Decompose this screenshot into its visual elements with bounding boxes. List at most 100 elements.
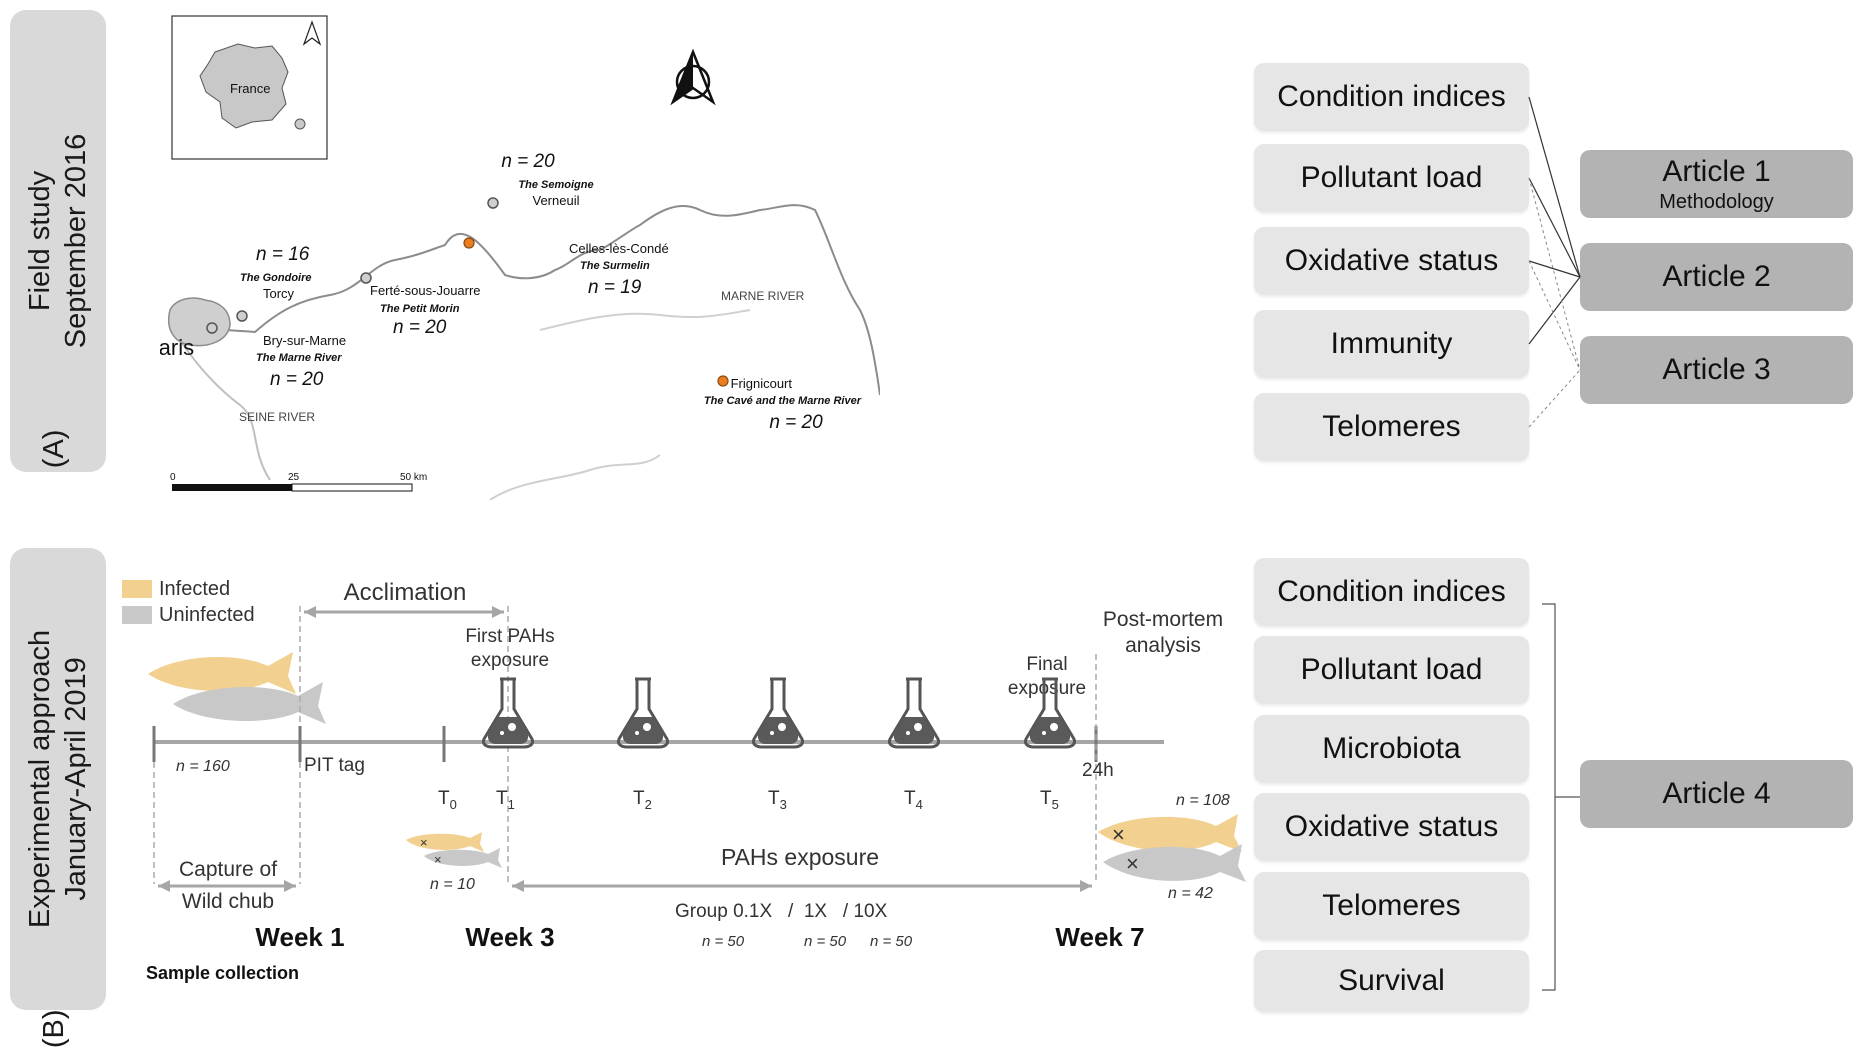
river-label-seine: SEINE RIVER (239, 410, 315, 424)
panel-b-title: Experimental approach (24, 629, 56, 929)
site-town-ferte: Ferté-sous-Jouarre (370, 283, 481, 298)
panel-b-box-pollutant: Pollutant load (1254, 636, 1529, 704)
n42-label: n = 42 (1168, 885, 1213, 902)
scale-bar: 0 25 50 km (170, 472, 427, 492)
article-2-box: Article 2 (1580, 243, 1853, 311)
fish-uninfected-end-icon: × (1103, 844, 1246, 882)
pit-tag-label: PIT tag (304, 755, 365, 776)
group-label: Group 0.1X / 1X / 10X (675, 901, 888, 922)
panel-b-box-microbiota: Microbiota (1254, 715, 1529, 783)
article-1-subtitle: Methodology (1659, 190, 1774, 213)
acclimation-label: Acclimation (344, 579, 467, 606)
h24-label: 24h (1082, 760, 1114, 781)
pahs-exposure-label: PAHs exposure (721, 844, 879, 870)
tributary-line (539, 309, 751, 331)
flask-t1-icon (482, 677, 534, 749)
week3-label: Week 3 (465, 922, 554, 952)
site-town-frignicourt: Frignicourt (731, 376, 793, 391)
site-town-verneuil: Verneuil (533, 193, 580, 208)
final-exposure-label-1: Final (1026, 654, 1067, 675)
panel-b-box-survival: Survival (1254, 950, 1529, 1012)
panel-b-box-telomeres: Telomeres (1254, 872, 1529, 940)
flask-t2-icon (617, 677, 669, 749)
final-exposure-label-2: exposure (1008, 678, 1086, 699)
site-river-verneuil: The Semoigne (518, 179, 593, 191)
panel-b-box-oxidative: Oxidative status (1254, 793, 1529, 861)
site-town-bry: Bry-sur-Marne (263, 333, 346, 348)
scale-0: 0 (170, 472, 176, 483)
site-marker-frignicourt (717, 375, 729, 387)
seine-river-line (179, 339, 271, 481)
inset-france-label: France (230, 81, 270, 96)
t2-label: T2 (633, 788, 652, 812)
post-mortem-label-2: analysis (1125, 634, 1201, 657)
small-fish-infected-icon: × (406, 832, 484, 852)
fish-infected-icon (148, 652, 296, 694)
site-n-bry: n = 20 (270, 369, 324, 390)
sample-collection-label: Sample collection (146, 963, 299, 983)
t3-label: T3 (768, 788, 787, 812)
flask-t3-icon (752, 677, 804, 749)
panel-a-box-pollutant: Pollutant load (1254, 144, 1529, 212)
week7-label: Week 7 (1055, 922, 1144, 952)
site-town-torcy: Torcy (263, 286, 295, 301)
t4-label: T4 (904, 788, 923, 812)
n50-label-c: n = 50 (870, 933, 913, 950)
scale-50: 50 km (400, 472, 427, 483)
france-shape (199, 43, 289, 129)
site-marker-ferte (360, 272, 372, 284)
small-fish-uninfected-icon: × (424, 848, 502, 868)
site-marker-bry (206, 322, 218, 334)
paris-area (168, 297, 231, 347)
corsica-shape (294, 118, 306, 130)
panel-a-label: Field study September 2016 (A) (10, 10, 106, 472)
article-4-title: Article 4 (1662, 777, 1771, 810)
site-n-ferte: n = 20 (393, 317, 447, 338)
site-town-celles: Celles-lès-Condé (569, 241, 669, 256)
article-2-title: Article 2 (1662, 260, 1771, 293)
flask-t5-icon (1024, 677, 1076, 749)
fish-infected-end-icon: × (1098, 814, 1242, 852)
panel-a-box-telomeres: Telomeres (1254, 393, 1529, 461)
n50-label-a: n = 50 (702, 933, 745, 950)
site-n-torcy: n = 16 (256, 244, 310, 265)
week1-label: Week 1 (255, 922, 344, 952)
article-1-box: Article 1 Methodology (1580, 150, 1853, 218)
city-paris: Paris (160, 335, 194, 360)
panel-b-box-condition: Condition indices (1254, 558, 1529, 626)
article-3-box: Article 3 (1580, 336, 1853, 404)
capture-label-1: Capture of (179, 858, 277, 881)
inset-north-arrow-icon (302, 20, 322, 46)
panel-b-letter: (B) (38, 1009, 70, 1048)
fish-uninfected-icon (173, 682, 326, 724)
site-river-bry: The Marne River (256, 352, 342, 364)
flask-t4-icon (888, 677, 940, 749)
panel-a-box-oxidative: Oxidative status (1254, 227, 1529, 295)
panel-b-label: Experimental approach January-April 2019… (10, 548, 106, 1048)
site-n-verneuil: n = 20 (501, 151, 555, 172)
article-1-title: Article 1 (1662, 154, 1771, 188)
svg-text:×: × (420, 835, 428, 850)
legend-swatch-uninfected (122, 606, 152, 624)
first-pahs-label-1: First PAHs (465, 626, 554, 647)
n108-label: n = 108 (1176, 792, 1230, 809)
article-4-box: Article 4 (1580, 760, 1853, 828)
svg-text:×: × (434, 852, 442, 867)
first-pahs-label-2: exposure (471, 650, 549, 671)
legend-uninfected: Uninfected (159, 604, 255, 626)
site-river-ferte: The Petit Morin (380, 303, 460, 315)
article-3-title: Article 3 (1662, 353, 1771, 386)
site-river-torcy: The Gondoire (240, 272, 312, 284)
panel-a-connectors (1528, 96, 1581, 991)
legend-swatch-infected (122, 580, 152, 598)
marne-river-line (169, 204, 880, 396)
svg-text:×: × (1112, 822, 1125, 847)
scale-25: 25 (288, 472, 300, 483)
post-mortem-label-1: Post-mortem (1103, 608, 1223, 631)
river-label-marne: MARNE RIVER (721, 289, 805, 303)
legend-infected: Infected (159, 578, 230, 600)
t1-label: T1 (496, 788, 515, 812)
field-study-map: France Paris MARNE RIVER SEINE RIVER n =… (160, 10, 880, 500)
site-river-celles: The Surmelin (580, 260, 650, 272)
experimental-timeline: Infected Uninfected Acclimation First PA… (108, 514, 1248, 1014)
